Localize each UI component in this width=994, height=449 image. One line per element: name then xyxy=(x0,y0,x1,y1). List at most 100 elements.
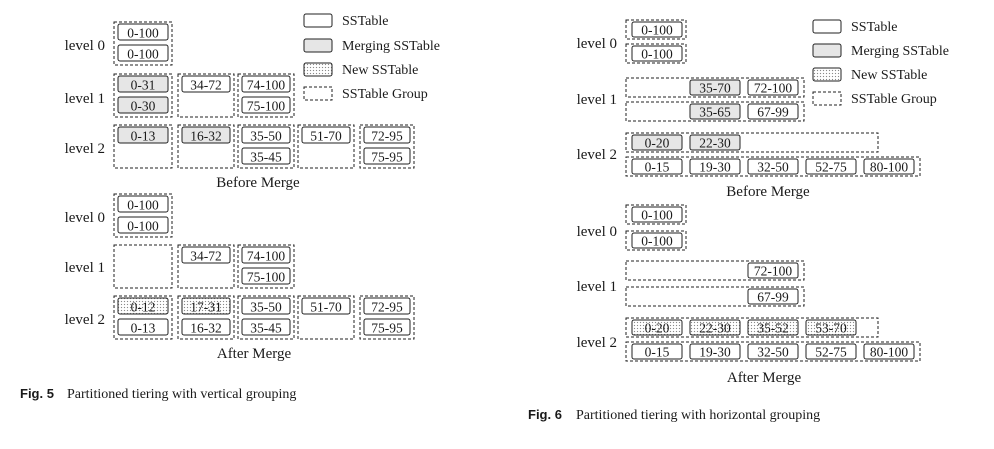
sstable-group xyxy=(113,21,173,66)
sstable-label: 74-100 xyxy=(247,249,285,264)
sstable-group xyxy=(625,286,805,307)
legend-sstable-label: SSTable xyxy=(342,14,388,29)
sstable-label: 0-100 xyxy=(127,219,159,234)
sstable-label: 34-72 xyxy=(190,78,222,93)
sstable xyxy=(805,158,857,175)
sstable xyxy=(181,297,231,315)
level-label: level 0 xyxy=(65,210,105,226)
sstable xyxy=(117,318,169,336)
sstable-group xyxy=(113,73,173,118)
fig6-caption-text: Partitioned tiering with horizontal grou… xyxy=(576,408,820,423)
sstable-group xyxy=(237,124,295,169)
level-label: level 1 xyxy=(577,279,617,295)
sstable xyxy=(631,232,683,249)
fig6-after-merge-label: After Merge xyxy=(727,370,802,386)
sstable xyxy=(181,318,231,336)
sstable xyxy=(747,319,799,336)
level-label: level 0 xyxy=(65,38,105,54)
sstable-label: 0-15 xyxy=(645,160,670,175)
sstable-label: 0-100 xyxy=(127,26,159,41)
sstable xyxy=(241,75,291,93)
sstable-group xyxy=(177,295,235,340)
sstable xyxy=(689,134,741,151)
sstable-label: 52-75 xyxy=(815,345,847,360)
sstable xyxy=(631,45,683,62)
sstable xyxy=(689,79,741,96)
sstable xyxy=(747,262,799,279)
sstable xyxy=(241,246,291,264)
fig5-caption-text: Partitioned tiering with vertical groupi… xyxy=(67,387,296,402)
sstable-group xyxy=(625,204,687,225)
sstable xyxy=(117,23,169,41)
sstable-group xyxy=(359,124,415,169)
level-label: level 2 xyxy=(577,335,617,351)
sstable-label: 0-100 xyxy=(641,208,673,223)
fig5-caption-number: Fig. 5 xyxy=(20,386,54,401)
sstable-group xyxy=(113,295,173,340)
sstable xyxy=(631,134,683,151)
fig5-before-merge-label: Before Merge xyxy=(216,175,300,191)
sstable-group xyxy=(625,156,921,177)
sstable xyxy=(117,126,169,144)
sstable-label: 0-100 xyxy=(127,198,159,213)
sstable xyxy=(363,147,411,165)
level-label: level 1 xyxy=(65,260,105,276)
legend-new-swatch xyxy=(303,62,333,77)
sstable xyxy=(117,195,169,213)
sstable-group xyxy=(237,295,295,340)
sstable-group xyxy=(625,101,805,122)
level-label: level 2 xyxy=(65,312,105,328)
sstable xyxy=(117,44,169,62)
sstable xyxy=(117,75,169,93)
sstable-label: 75-95 xyxy=(371,321,403,336)
sstable-label: 0-100 xyxy=(641,234,673,249)
legend-group-swatch xyxy=(812,91,842,106)
sstable xyxy=(689,103,741,120)
sstable-label: 17-31 xyxy=(190,300,222,315)
sstable xyxy=(241,318,291,336)
sstable-label: 19-30 xyxy=(699,160,731,175)
legend-sstable-label: SSTable xyxy=(851,20,897,35)
sstable-label: 16-32 xyxy=(190,321,222,336)
sstable xyxy=(689,343,741,360)
sstable-group xyxy=(625,19,687,40)
sstable xyxy=(301,297,351,315)
sstable xyxy=(747,79,799,96)
sstable-group xyxy=(177,73,235,118)
sstable-group xyxy=(625,230,687,251)
sstable-label: 19-30 xyxy=(699,345,731,360)
sstable xyxy=(747,103,799,120)
sstable xyxy=(747,288,799,305)
legend-group-label: SSTable Group xyxy=(851,92,937,107)
sstable-group xyxy=(113,193,173,238)
sstable-label: 72-95 xyxy=(371,129,403,144)
legend-group-label: SSTable Group xyxy=(342,87,428,102)
level-label: level 0 xyxy=(577,36,617,52)
sstable xyxy=(631,206,683,223)
sstable xyxy=(241,147,291,165)
sstable-label: 0-20 xyxy=(645,136,670,151)
sstable-label: 0-100 xyxy=(127,47,159,62)
fig6-caption-number: Fig. 6 xyxy=(528,407,562,422)
sstable-group xyxy=(237,244,295,289)
sstable-label: 16-32 xyxy=(190,129,222,144)
legend-merging-swatch xyxy=(303,38,333,53)
sstable xyxy=(117,297,169,315)
sstable-label: 0-15 xyxy=(645,345,670,360)
sstable-group xyxy=(625,77,805,98)
sstable xyxy=(363,297,411,315)
sstable xyxy=(863,343,915,360)
sstable-label: 51-70 xyxy=(310,300,342,315)
sstable-label: 75-100 xyxy=(247,99,285,114)
sstable-group xyxy=(297,295,355,340)
sstable-label: 72-100 xyxy=(754,264,792,279)
sstable-label: 67-99 xyxy=(757,290,789,305)
fig5-legend: SSTable Merging SSTable New SSTable SSTa… xyxy=(303,13,440,102)
sstable-label: 35-70 xyxy=(699,81,731,96)
sstable-group xyxy=(625,132,879,153)
sstable xyxy=(689,319,741,336)
sstable xyxy=(631,343,683,360)
sstable-group xyxy=(625,260,805,281)
